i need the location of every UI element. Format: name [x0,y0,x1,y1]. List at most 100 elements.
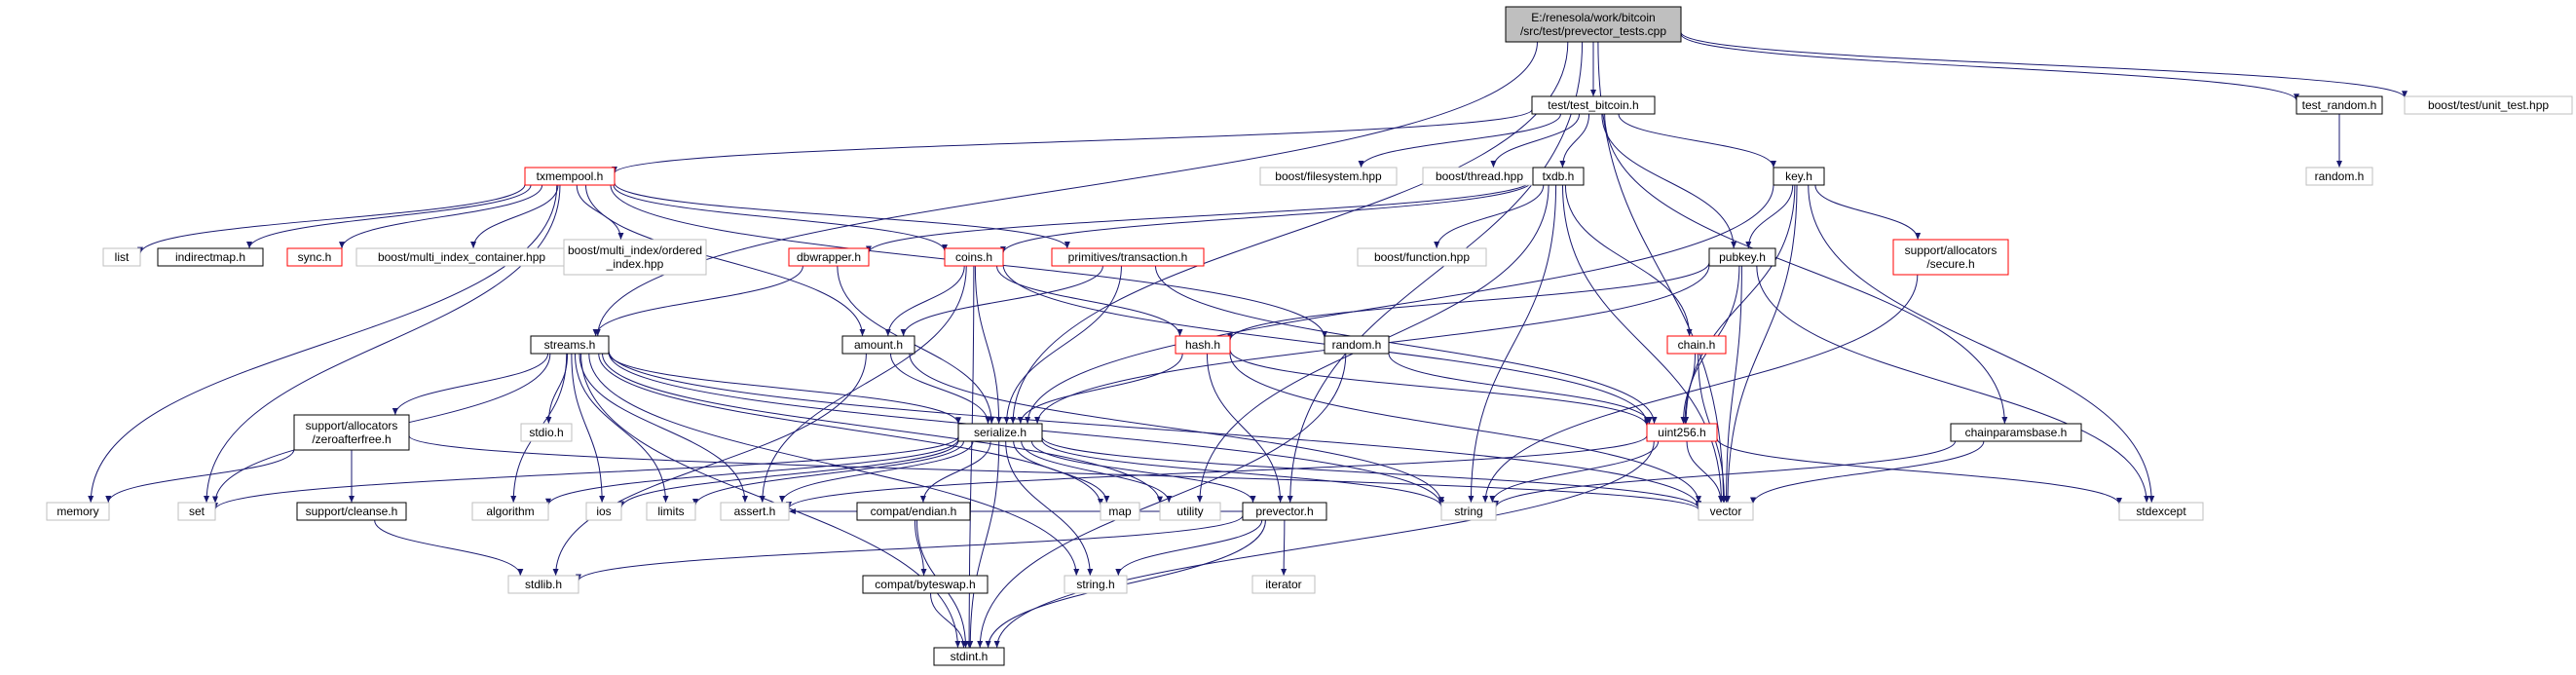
edge-chainparamsbase-to-vector [1750,440,1985,505]
node-label: txdb.h [1543,169,1575,183]
node-label: stdexcept [2136,505,2186,518]
node-label: memory [56,505,98,518]
node-hash[interactable]: hash.h [1175,335,1231,355]
node-label: compat/endian.h [871,505,957,518]
node-box [1324,335,1390,355]
node-support-cleanse[interactable]: support/cleanse.h [296,502,407,521]
edge-key-to-vector [1724,184,1798,504]
node-box [296,502,407,521]
node-box [1892,239,2009,276]
node-support-zero[interactable]: support/allocators/zeroafterfree.h [293,414,410,451]
node-box [507,575,579,594]
node-box [1531,95,1656,115]
node-compat-byteswap[interactable]: compat/byteswap.h [862,575,989,594]
node-limits: limits [646,502,696,521]
node-boost-unit-test: boost/test/unit_test.hpp [2404,95,2573,115]
node-key[interactable]: key.h [1773,167,1825,186]
node-label: compat/byteswap.h [875,578,975,591]
node-sync[interactable]: sync.h [286,247,343,267]
node-box [1051,247,1205,267]
node-label: primitives/transaction.h [1068,250,1188,264]
node-box [1773,167,1825,186]
edge-test_bitcoin-to-key [1618,113,1776,169]
node-chainparamsbase[interactable]: chainparamsbase.h [1950,423,2082,442]
node-pubkey[interactable]: pubkey.h [1708,247,1776,267]
node-string-h: string.h [1064,575,1128,594]
node-box [1159,502,1221,521]
edge-pubkey-to-stdexcept [1756,265,2150,504]
node-label: boost/thread.hpp [1436,169,1523,183]
node-txmempool[interactable]: txmempool.h [524,167,616,186]
edge-test_bitcoin-to-txmempool [612,108,1533,174]
node-box [1242,502,1327,521]
edge-streams-to-assert [579,353,748,504]
edge-serialize-to-vector [1041,436,1701,509]
node-test-random[interactable]: test_random.h [2296,95,2383,115]
node-label: key.h [1785,169,1812,183]
node-box [1646,423,1718,442]
node-txdb[interactable]: txdb.h [1532,167,1585,186]
node-label: /src/test/prevector_tests.cpp [1520,24,1666,38]
edge-txmempool-to-primitives_tx [614,182,1070,249]
node-primitives-tx[interactable]: primitives/transaction.h [1051,247,1205,267]
node-compat-endian[interactable]: compat/endian.h [856,502,971,521]
node-box [1505,6,1682,43]
edge-prevector-to-iterator [1281,519,1288,577]
edge-amount-to-stdlib [552,353,867,577]
edge-support_cleanse-to-stdlib [374,519,524,577]
node-label: stdlib.h [525,578,562,591]
edge-pubkey-to-hash [1227,262,1710,341]
node-support-secure[interactable]: support/allocators/secure.h [1892,239,2009,276]
edge-txdb-to-chain [1564,184,1693,337]
node-dbwrapper[interactable]: dbwrapper.h [788,247,870,267]
node-amount[interactable]: amount.h [841,335,915,355]
node-indirectmap[interactable]: indirectmap.h [157,247,264,267]
node-label: support/allocators [306,419,398,432]
node-label: chainparamsbase.h [1965,426,2068,439]
edge-txmempool-to-list [137,184,526,254]
edge-compat_byteswap-to-stdint [929,592,967,649]
dependency-edges [88,31,2408,649]
edge-coins-to-serialize [974,265,1002,425]
edge-streams-to-map [598,353,1103,506]
node-random-h: random.h [2305,167,2373,186]
node-box [856,502,971,521]
edge-txdb-to-coins [1000,179,1534,253]
edge-txdb-to-vector [1562,184,1725,504]
node-coins[interactable]: coins.h [944,247,1004,267]
node-label: random.h [1332,338,1382,352]
node-box [563,239,707,276]
node-box [286,247,343,267]
node-serialize[interactable]: serialize.h [957,423,1043,442]
edge-streams-to-serialize [608,353,961,425]
node-box [1666,335,1727,355]
node-streams[interactable]: streams.h [530,335,610,355]
node-vector: vector [1698,502,1754,521]
node-stdint[interactable]: stdint.h [933,647,1005,666]
node-test-bitcoin[interactable]: test/test_bitcoin.h [1531,95,1656,115]
edge-streams-to-ios [571,353,606,504]
node-label: amount.h [854,338,903,352]
edge-streams-to-stdint [580,353,961,649]
edge-test_bitcoin-to-boost_filesystem [1358,113,1561,169]
node-assert: assert.h [720,502,790,521]
edge-serialize-to-compat_endian [919,440,991,504]
edge-chain-to-uint256 [1680,353,1696,425]
edge-root-to-vector [1597,41,1727,504]
edge-txdb-to-string [1468,184,1557,504]
node-box [530,335,610,355]
edge-txdb-to-boost_function [1434,184,1545,249]
node-uint256[interactable]: uint256.h [1646,423,1718,442]
edge-prevector-to-stdlib [576,515,1244,581]
node-chain[interactable]: chain.h [1666,335,1727,355]
node-box [102,247,141,267]
edge-root-to-prevector [1287,41,1584,504]
edge-serialize-to-ios [618,440,959,508]
edge-test_bitcoin-to-boost_thread [1490,113,1581,169]
node-prevector[interactable]: prevector.h [1242,502,1327,521]
node-label: uint256.h [1658,426,1705,439]
edge-serialize-to-limits [692,440,964,506]
node-box [293,414,410,451]
node-random-doc[interactable]: random.h [1324,335,1390,355]
node-root[interactable]: E:/renesola/work/bitcoin/src/test/prevec… [1505,6,1682,43]
